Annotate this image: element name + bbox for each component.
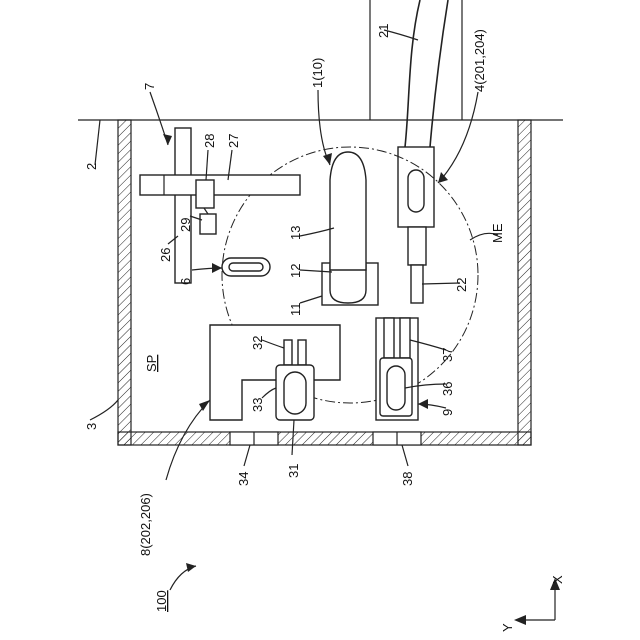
arrow-1-10: [323, 153, 332, 165]
axis-x-label: X: [550, 575, 565, 584]
part-37-rail-right: [400, 318, 410, 358]
leader-100: [170, 566, 196, 590]
leader-1-10: [318, 90, 330, 165]
arrow-100: [186, 563, 196, 572]
housing-31-slot: [284, 372, 306, 414]
label-29: 29: [178, 218, 193, 232]
axis-y-arrowhead: [514, 615, 526, 625]
leader-2: [95, 120, 100, 165]
arrow-9: [418, 399, 428, 409]
arrow-6: [212, 263, 222, 273]
label-1-10: 1(10): [310, 58, 325, 88]
label-9: 9: [440, 409, 455, 416]
leader-11: [300, 296, 322, 303]
label-me: ME: [490, 223, 505, 243]
label-3: 3: [84, 423, 99, 430]
label-27: 27: [226, 134, 241, 148]
label-4: 4(201,204): [472, 29, 487, 92]
label-100: 100: [154, 590, 169, 612]
leader-3: [90, 400, 118, 420]
label-8: 8(202,206): [138, 493, 153, 556]
label-38: 38: [400, 472, 415, 486]
label-26: 26: [158, 248, 173, 262]
cable-21-outer: [430, 0, 448, 147]
label-22: 22: [454, 278, 469, 292]
label-28: 28: [202, 134, 217, 148]
label-11: 11: [288, 303, 303, 317]
part-29-block: [200, 214, 216, 234]
label-sp: SP: [144, 355, 159, 372]
label-2: 2: [84, 163, 99, 170]
label-13: 13: [288, 226, 303, 240]
part-7-vertical-bar: [175, 128, 191, 283]
cable-21: [405, 0, 420, 147]
label-33: 33: [250, 398, 265, 412]
label-12: 12: [288, 264, 303, 278]
body-13: [330, 152, 366, 270]
leader-38: [402, 445, 408, 466]
leader-33: [262, 388, 276, 398]
label-36: 36: [440, 382, 455, 396]
slot-6-inner: [229, 263, 263, 271]
prong-32-right: [298, 340, 306, 365]
label-32: 32: [250, 336, 265, 350]
axis-y-label: Y: [500, 623, 515, 632]
label-21: 21: [376, 24, 391, 38]
connector-4-neck: [408, 227, 426, 265]
arrow-4: [438, 172, 448, 183]
prong-32-left: [284, 340, 292, 365]
leader-13: [300, 228, 334, 236]
part-36-slot: [387, 366, 405, 410]
connector-4-slot: [408, 170, 424, 212]
label-34: 34: [236, 472, 251, 486]
label-7: 7: [142, 83, 157, 90]
housing-left-wall: [118, 120, 131, 445]
label-37: 37: [440, 348, 455, 362]
arrow-7: [163, 134, 172, 145]
part-28-block: [196, 180, 214, 208]
label-6: 6: [178, 278, 193, 285]
leader-34: [244, 445, 250, 466]
label-31: 31: [286, 464, 301, 478]
connector-22-pin: [411, 265, 423, 303]
part-37-rail-left: [384, 318, 394, 358]
housing-right-wall: [518, 120, 531, 445]
arrow-8: [199, 400, 210, 411]
block-8: [210, 325, 340, 420]
leader-4: [438, 92, 478, 183]
